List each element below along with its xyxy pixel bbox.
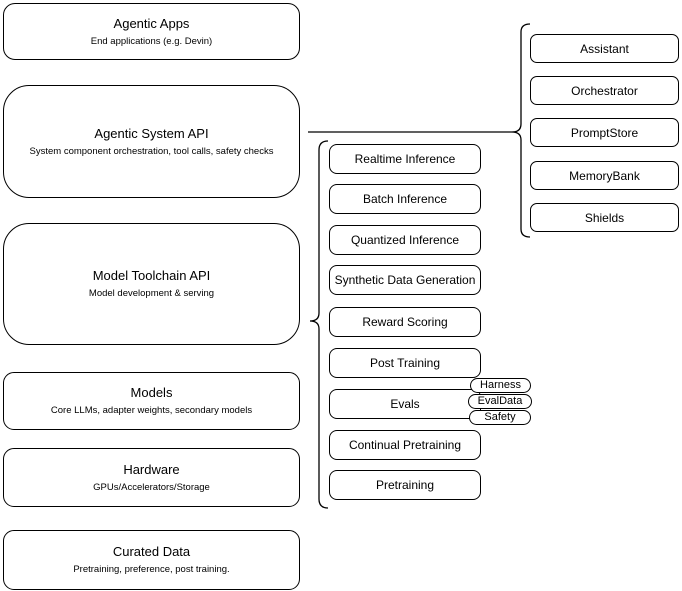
service-box-evals: Evals [329,389,481,419]
layer-box-agentic-system-api: Agentic System API System component orch… [3,85,300,198]
layer-box-hardware: Hardware GPUs/Accelerators/Storage [3,448,300,507]
eval-tag-evaldata: EvalData [468,394,532,409]
layer-title: Agentic Apps [113,15,190,31]
layer-box-models: Models Core LLMs, adapter weights, secon… [3,372,300,430]
layer-box-agentic-apps: Agentic Apps End applications (e.g. Devi… [3,3,300,60]
component-box-orchestrator: Orchestrator [530,76,679,105]
service-box-quantized-inference: Quantized Inference [329,225,481,255]
service-box-pretraining: Pretraining [329,470,481,500]
layer-subtitle: End applications (e.g. Devin) [90,35,213,47]
service-box-synthetic-data-generation: Synthetic Data Generation [329,265,481,295]
layer-subtitle: System component orchestration, tool cal… [29,145,274,157]
layer-subtitle: Pretraining, preference, post training. [73,564,230,575]
layer-subtitle: Model development & serving [88,288,215,299]
service-box-realtime-inference: Realtime Inference [329,144,481,174]
component-box-promptstore: PromptStore [530,118,679,147]
service-box-batch-inference: Batch Inference [329,184,481,214]
component-box-shields: Shields [530,203,679,232]
layer-subtitle: GPUs/Accelerators/Storage [93,481,210,493]
layer-title: Hardware [123,461,180,477]
component-box-memorybank: MemoryBank [530,161,679,190]
layer-title: Agentic System API [94,125,209,141]
system-brace [511,23,531,238]
layer-box-curated-data: Curated Data Pretraining, preference, po… [3,530,300,590]
toolchain-brace [309,140,329,509]
eval-tag-harness: Harness [470,378,531,393]
service-box-post-training: Post Training [329,348,481,378]
layer-title: Models [130,385,173,400]
eval-tag-safety: Safety [469,410,531,425]
layer-subtitle: Core LLMs, adapter weights, secondary mo… [50,405,253,416]
layer-box-model-toolchain-api: Model Toolchain API Model development & … [3,223,300,345]
service-box-continual-pretraining: Continual Pretraining [329,430,481,460]
layer-title: Curated Data [112,544,191,559]
layer-title: Model Toolchain API [92,268,211,283]
service-box-reward-scoring: Reward Scoring [329,307,481,337]
component-box-assistant: Assistant [530,34,679,63]
